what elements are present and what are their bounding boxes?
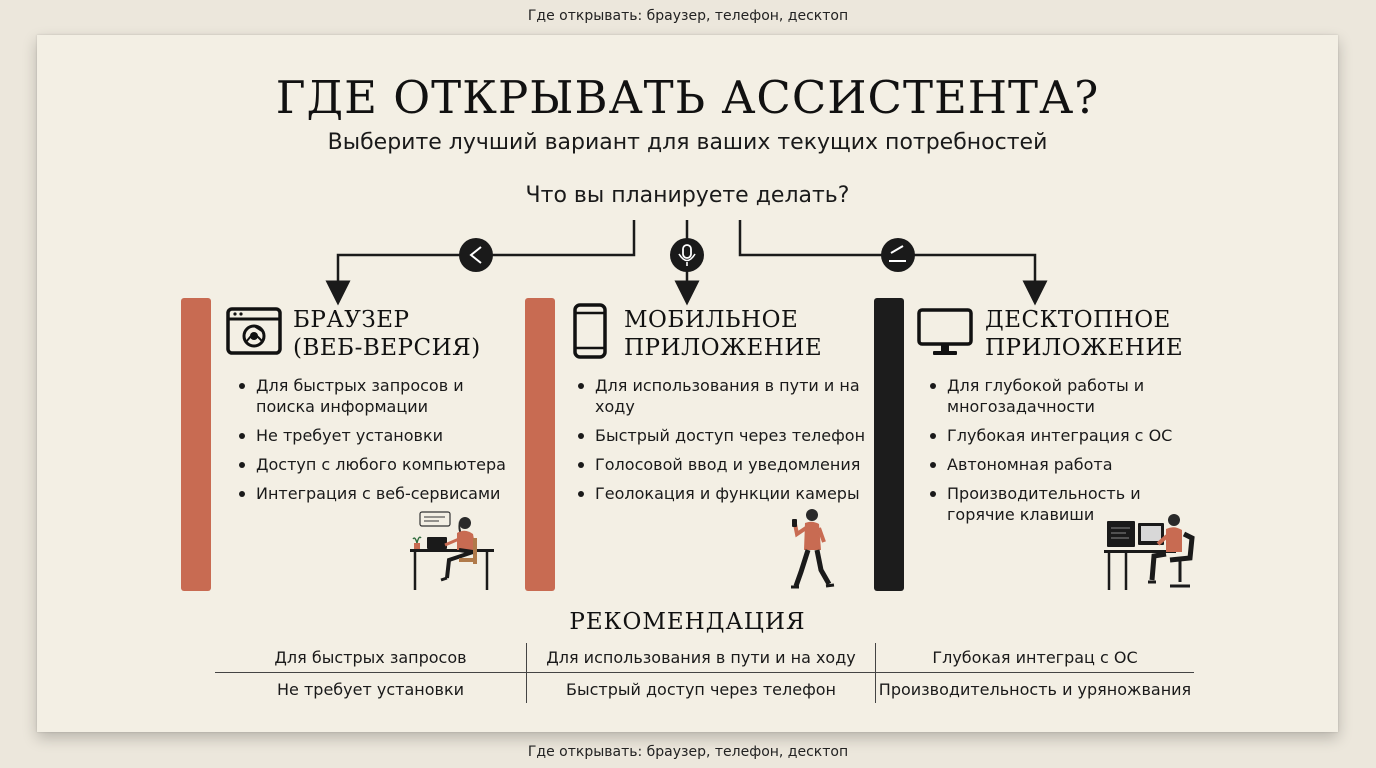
desktop-accent-bar [874,298,904,591]
table-column-divider [875,643,876,703]
list-item: Глубокая интеграция с ОС [926,425,1186,446]
list-item: Голосовой ввод и уведомления [574,454,874,475]
table-divider [215,672,1194,673]
list-item: Для глубокой работы и многозадачности [926,375,1186,417]
mobile-title-line1: МОБИЛЬНОЕ [624,307,799,333]
mobile-title-line2: ПРИЛОЖЕНИЕ [624,335,823,361]
desktop-bullet-list: Для глубокой работы и многозадачности Гл… [926,375,1186,533]
list-item: Не требует установки [235,425,525,446]
list-item: Автономная работа [926,454,1186,475]
list-item: Геолокация и функции камеры [574,483,874,504]
desktop-title-line2: ПРИЛОЖЕНИЕ [985,335,1184,361]
decision-question: Что вы планируете делать? [525,183,850,208]
list-item: Доступ с любого компьютера [235,454,525,475]
page-title: ГДЕ ОТКРЫВАТЬ АССИСТЕНТА? [275,71,1100,124]
browser-title-line1: БРАУЗЕР [293,307,410,333]
table-cell: Для использования в пути и на ходу [546,648,856,667]
mobile-bullet-list: Для использования в пути и на ходу Быстр… [574,375,874,512]
smartphone-icon [573,303,607,359]
desktop-title-line1: ДЕСКТОПНОЕ [985,307,1171,333]
browser-bullet-list: Для быстрых запросов и поиска информации… [235,375,525,512]
infographic-card: ГДЕ ОТКРЫВАТЬ АССИСТЕНТА? Выберите лучши… [37,35,1338,732]
list-item: Быстрый доступ через телефон [574,425,874,446]
browser-window-icon [226,307,282,355]
table-column-divider [526,643,527,703]
chevron-left-icon [459,238,493,272]
top-caption: Где открывать: браузер, телефон, десктоп [527,8,849,24]
desktop-title: ДЕСКТОПНОЕ ПРИЛОЖЕНИЕ [985,306,1183,362]
table-cell: Производительность и уряножвания [878,680,1192,699]
table-cell: Не требует установки [277,680,464,699]
recommendation-title: РЕКОМЕНДАЦИЯ [569,609,806,635]
browser-title-line2: (ВЕБ-ВЕРСИЯ) [293,335,481,361]
woman-at-laptop-illustration [410,511,494,590]
desktop-monitor-icon [917,308,973,355]
browser-title: БРАУЗЕР (ВЕБ-ВЕРСИЯ) [293,306,481,362]
mobile-accent-bar [525,298,555,591]
table-cell: Быстрый доступ через телефон [565,680,837,699]
man-walking-with-phone-illustration [791,509,835,589]
browser-accent-bar [181,298,211,591]
table-cell: Для быстрых запросов [274,648,467,667]
page-subtitle: Выберите лучший вариант для ваших текущи… [327,130,1048,155]
bottom-caption: Где открывать: браузер, телефон, десктоп [527,744,849,760]
less-equal-icon [881,238,915,272]
flow-connectors [325,220,1048,306]
mobile-title: МОБИЛЬНОЕ ПРИЛОЖЕНИЕ [624,306,822,362]
list-item: Интеграция с веб-сервисами [235,483,525,504]
list-item: Для быстрых запросов и поиска информации [235,375,525,417]
microphone-icon [670,238,704,272]
list-item: Производительность и горячие клавиши [926,483,1186,525]
table-cell: Глубокая интеграц с ОС [932,648,1138,667]
list-item: Для использования в пути и на ходу [574,375,874,417]
man-at-desktop-illustration [1104,514,1195,590]
